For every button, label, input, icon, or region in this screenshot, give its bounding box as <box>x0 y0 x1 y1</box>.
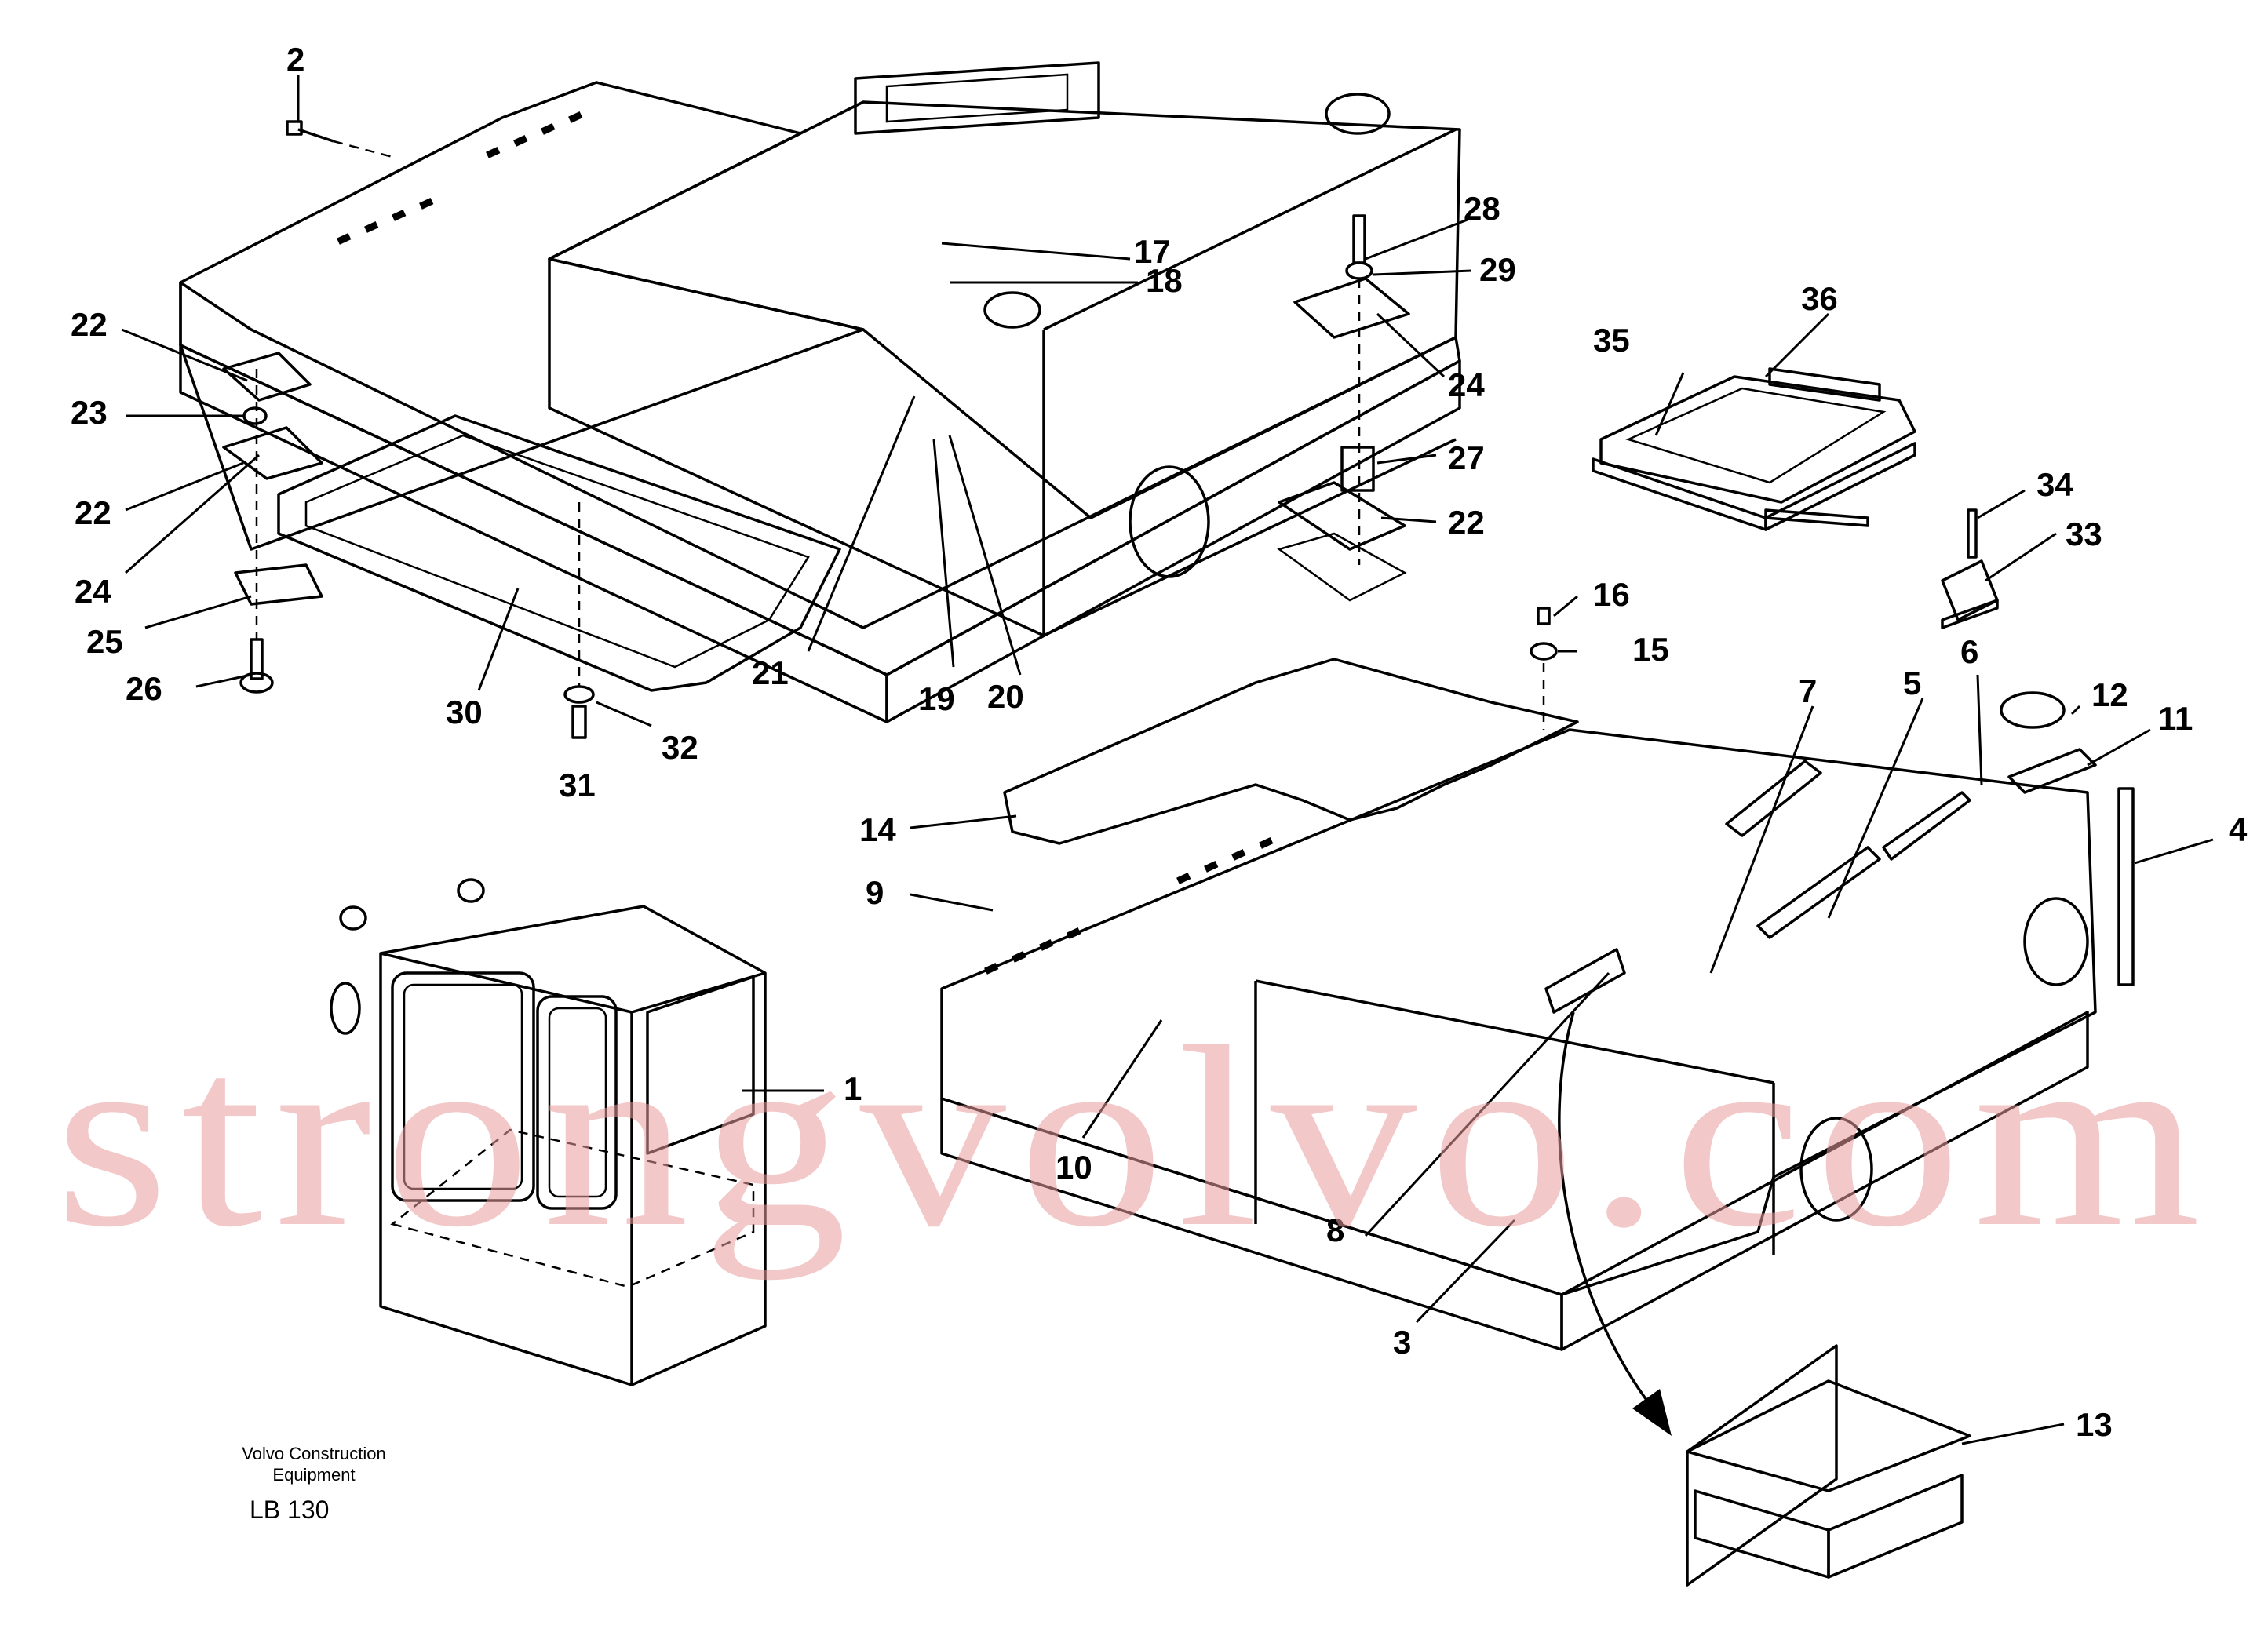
upper-frame-assembly <box>179 61 1461 723</box>
callout-16: 16 <box>1593 576 1630 613</box>
callout-13: 13 <box>2076 1406 2113 1443</box>
callout-7: 7 <box>1799 672 1817 709</box>
cover-slots <box>337 111 583 245</box>
callout-33: 33 <box>2066 516 2102 552</box>
callout-15: 15 <box>1632 631 1669 668</box>
hatch-cover-35-36 <box>1592 367 1916 531</box>
diagram-code: LB 130 <box>250 1496 329 1524</box>
callout-34: 34 <box>2036 466 2073 503</box>
callout-18: 18 <box>1146 262 1183 299</box>
callout-8: 8 <box>1326 1211 1344 1248</box>
brand-line-2: Equipment <box>272 1465 355 1485</box>
callout-28: 28 <box>1464 190 1500 227</box>
bolt-2 <box>286 120 393 158</box>
bracket-33-34 <box>1941 508 1999 629</box>
callout-5: 5 <box>1903 665 1921 701</box>
callout-4: 4 <box>2229 811 2248 848</box>
callout-10: 10 <box>1056 1149 1092 1186</box>
lower-slots <box>984 836 1274 975</box>
callout-22c: 22 <box>1448 504 1485 541</box>
callout-9: 9 <box>866 874 884 911</box>
callout-26: 26 <box>126 670 162 707</box>
callout-1: 1 <box>844 1070 862 1107</box>
callout-31: 31 <box>559 767 596 803</box>
callout-24: 24 <box>75 573 111 610</box>
footer-branding: Volvo Construction Equipment LB 130 <box>242 1444 385 1524</box>
callout-23: 23 <box>71 394 108 431</box>
leader-lines <box>121 75 2214 1445</box>
callout-24b: 24 <box>1448 366 1485 403</box>
callout-2: 2 <box>286 41 304 78</box>
callout-20: 20 <box>987 678 1024 715</box>
callout-3: 3 <box>1393 1324 1411 1361</box>
watermark-text: strongvolvo.com <box>55 994 2213 1281</box>
mount-parts-left <box>222 352 323 694</box>
brand-line-1: Volvo Construction <box>242 1444 385 1463</box>
cab-1 <box>330 878 767 1386</box>
callout-21: 21 <box>752 654 789 691</box>
callout-22b: 22 <box>75 494 111 531</box>
callout-32: 32 <box>662 729 698 766</box>
callout-27: 27 <box>1448 439 1485 476</box>
callout-12: 12 <box>2091 676 2128 713</box>
callout-14: 14 <box>859 811 896 848</box>
callout-22: 22 <box>71 306 108 343</box>
bolt-31-32 <box>563 502 595 739</box>
detail-arrow <box>1558 1011 1672 1436</box>
callout-29: 29 <box>1479 251 1516 288</box>
callout-19: 19 <box>918 680 955 717</box>
callout-6: 6 <box>1960 633 1978 670</box>
callout-36: 36 <box>1801 280 1838 317</box>
callout-35: 35 <box>1593 322 1630 359</box>
callout-30: 30 <box>446 694 483 731</box>
callout-25: 25 <box>86 623 123 660</box>
callout-11: 11 <box>2158 700 2193 737</box>
drawer-13 <box>1686 1344 1971 1587</box>
lower-frame-assembly <box>940 658 2135 1351</box>
bolt-15-16 <box>1530 607 1558 730</box>
callout-labels: 1 2 3 4 5 6 7 8 9 10 11 12 13 14 15 16 1… <box>71 41 2248 1443</box>
mount-parts-right <box>1277 214 1410 602</box>
callout-17: 17 <box>1134 233 1171 270</box>
